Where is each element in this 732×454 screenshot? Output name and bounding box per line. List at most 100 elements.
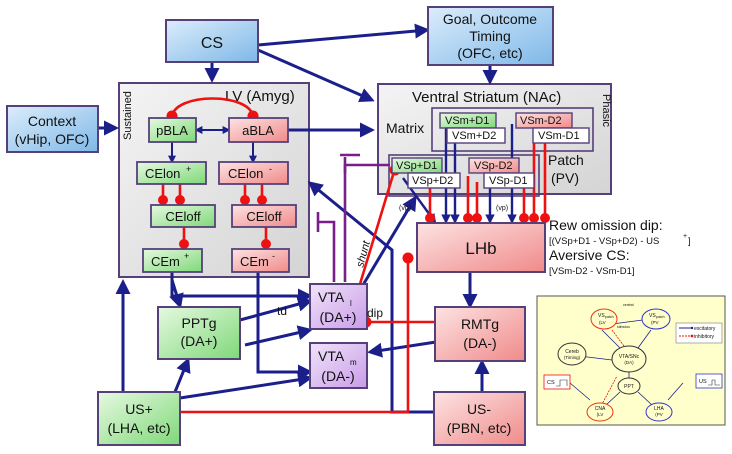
lhb-label: LHb [465, 239, 496, 258]
celoff-right-box [231, 204, 297, 228]
inset-vs-matrix-sub: patch [656, 315, 665, 319]
inset-cereb-label: Cereb [565, 349, 579, 355]
vp-right-label: (vp) [496, 205, 508, 212]
us-pos-box [97, 391, 181, 446]
pptg-da-label: (DA+) [181, 333, 218, 349]
inset-cna-lv: (LV [597, 412, 604, 417]
vsm-pos-d2-label: VSm+D2 [452, 130, 496, 142]
lv-internal-projections [168, 126, 257, 164]
goal-label-1: Goal, Outcome [443, 11, 537, 27]
inset-vta-snc-da: (DA) [624, 360, 634, 365]
patch-frame [388, 154, 540, 197]
td-label: td [277, 304, 287, 318]
vsp-pos-d1-label: VSp+D1 [396, 160, 437, 172]
rew-omission-label: Rew omission dip: [549, 217, 663, 233]
aversive-formula: [VSm-D2 - VSm-D1] [549, 266, 635, 277]
excitatory-projections [98, 23, 498, 414]
cs-label: CS [201, 35, 223, 52]
inset-lha-pv: (PV [655, 412, 663, 417]
vsm-neg-d1-label: VSm-D1 [538, 130, 580, 142]
modulatory-projections [316, 153, 390, 282]
celon-neg-box [218, 161, 289, 185]
vta-lateral-da: (DA+) [320, 309, 357, 325]
celoff-right-label: CEloff [246, 209, 282, 224]
pptg-box [157, 306, 241, 360]
celoff-left-box [150, 204, 216, 228]
vta-lateral-label: VTA [318, 289, 345, 305]
vsp-pos-d2-box [407, 172, 461, 189]
phasic-label: Phasic [600, 94, 612, 128]
celon-pos-label: CElon [145, 166, 180, 181]
inset-vta-snc-label: VTA/SNc [619, 354, 640, 360]
rew-formula-sup: + [683, 233, 687, 240]
vsm-pos-d2-box [446, 127, 506, 144]
matrix-label: Matrix [386, 120, 424, 136]
cem-neg-box [231, 248, 290, 273]
vsm-neg-d1-box [532, 127, 590, 144]
inset-lha-label: LHA [654, 406, 664, 412]
dip-label: dip [367, 306, 383, 320]
cs-box [165, 19, 259, 63]
context-box [6, 105, 99, 153]
vta-medial-box [309, 342, 368, 389]
inset-vs-matrix-pv: (PV [651, 320, 659, 325]
lhb-box [416, 222, 546, 273]
vta-lateral-sub: l [350, 299, 352, 308]
ventral-striatum-title: Ventral Striatum (NAc) [412, 89, 561, 106]
celon-pos-box [136, 161, 207, 185]
sustained-label: Sustained [122, 91, 134, 140]
cem-pos-sup: + [184, 251, 189, 261]
inset-ppt-label: PPT [624, 384, 634, 390]
vp-left-label: (vp) [399, 205, 411, 212]
inset-stimulus-label: stimulus [617, 325, 630, 329]
rmtg-da-label: (DA-) [463, 335, 496, 351]
goal-label-3: (OFC, etc) [457, 45, 522, 61]
rew-formula-end: ] [688, 236, 691, 247]
us-pos-source: (LHA, etc) [107, 420, 170, 436]
inset-cereb-timing: (Timing) [564, 355, 581, 360]
cem-pos-label: CEm [151, 254, 180, 269]
rew-formula: [(VSp+D1 - VSp+D2) - US [549, 236, 659, 247]
goal-box [427, 6, 554, 66]
inset-vs-matrix-label: VS [649, 313, 656, 319]
inset-vs-patch-lv: (LV [599, 320, 606, 325]
cem-neg-label: CEm [240, 254, 269, 269]
goal-label-2: Timing [469, 28, 511, 44]
cem-pos-box [142, 248, 203, 273]
inset-central-label: central [623, 303, 634, 307]
us-neg-label: US- [467, 401, 491, 417]
inset-diagram: excitatory inhibitory VS patch (LV VS pa… [536, 295, 726, 426]
inset-vs-patch-label: VS [598, 313, 605, 319]
inset-legend-excitatory: excitatory [694, 326, 716, 332]
cem-neg-sup: - [272, 251, 275, 261]
celon-pos-sup: + [186, 164, 191, 174]
vsp-neg-d1-label: VSp-D1 [489, 175, 528, 187]
us-neg-source: (PBN, etc) [447, 420, 512, 436]
celoff-left-label: CEloff [165, 209, 201, 224]
inset-cs-label: CS [547, 380, 555, 386]
aversive-label: Aversive CS: [549, 247, 630, 263]
vta-medial-sub: m [350, 358, 357, 367]
vsm-pos-d1-label: VSm+D1 [445, 115, 489, 127]
us-pos-label: US+ [125, 401, 153, 417]
vsp-neg-d1-box [483, 172, 535, 189]
abla-label: aBLA [242, 123, 274, 138]
patch-pv-label: (PV) [551, 170, 579, 186]
abla-box [228, 117, 289, 143]
patch-label: Patch [548, 152, 584, 168]
vsm-neg-d2-label: VSm-D2 [520, 115, 562, 127]
vta-medial-label: VTA [318, 348, 345, 364]
us-neg-box [433, 391, 526, 446]
vta-medial-da: (DA-) [321, 368, 354, 384]
inset-us-label: US [699, 379, 707, 385]
rmtg-label: RMTg [461, 316, 499, 332]
celon-neg-sup: - [269, 164, 272, 174]
lv-title: LV (Amyg) [225, 88, 295, 105]
context-label-1: Context [28, 113, 76, 129]
rmtg-box [434, 306, 526, 362]
inset-vs-patch-sub: patch [605, 315, 614, 319]
pbla-box [148, 117, 197, 143]
inset-legend-inhibitory: inhibitory [694, 334, 715, 340]
inset-cna-label: CNA [595, 406, 606, 412]
